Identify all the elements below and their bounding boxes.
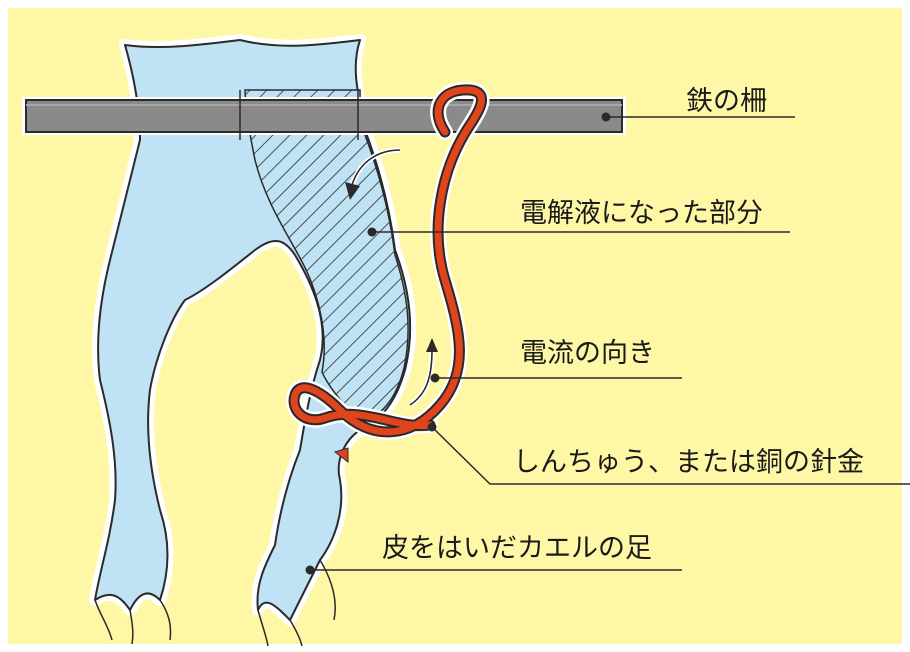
label-skinned-frog-leg: 皮をはいだカエルの足 [382, 535, 652, 562]
label-brass-copper-wire: しんちゅう、または銅の針金 [513, 449, 864, 476]
label-current-direction: 電流の向き [520, 340, 655, 367]
iron-rail [22, 90, 626, 140]
label-electrolyte-part: 電解液になった部分 [520, 200, 763, 227]
label-iron-rail: 鉄の柵 [686, 88, 767, 115]
